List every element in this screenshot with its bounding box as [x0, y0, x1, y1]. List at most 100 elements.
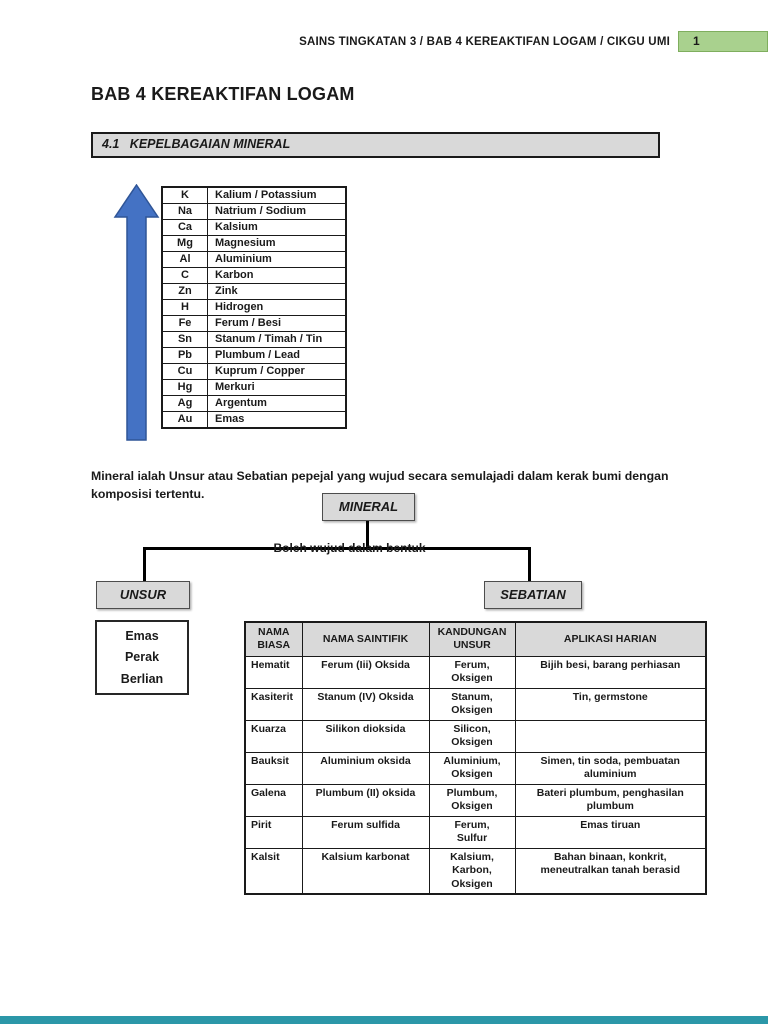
- connector-line-left: [143, 547, 146, 581]
- cell-saintifik: Kalsium karbonat: [301, 847, 430, 895]
- table-row: Kalsit Kalsium karbonat Kalsium, Karbon,…: [244, 847, 707, 895]
- diagram-node-sebatian: SEBATIAN: [484, 581, 582, 609]
- element-name: Karbon: [207, 267, 347, 284]
- cell-aplikasi: Emas tiruan: [514, 815, 707, 849]
- column-header: NAMA BIASA: [244, 621, 303, 657]
- cell-kandungan: Aluminium, Oksigen: [428, 751, 516, 785]
- cell-kandungan: Kalsium, Karbon, Oksigen: [428, 847, 516, 895]
- element-symbol: Au: [161, 411, 208, 429]
- cell-saintifik: Aluminium oksida: [301, 751, 430, 785]
- cell-kandungan: Silicon, Oksigen: [428, 719, 516, 753]
- cell-nama: Kuarza: [244, 719, 303, 753]
- cell-nama: Bauksit: [244, 751, 303, 785]
- element-name: Hidrogen: [207, 299, 347, 316]
- cell-saintifik: Stanum (IV) Oksida: [301, 687, 430, 721]
- element-symbol: Ca: [161, 219, 208, 236]
- element-symbol: H: [161, 299, 208, 316]
- element-name: Zink: [207, 283, 347, 300]
- section-heading: 4.1 KEPELBAGAIAN MINERAL: [91, 132, 660, 158]
- table-row: Pirit Ferum sulfida Ferum, Sulfur Emas t…: [244, 815, 707, 849]
- element-name: Natrium / Sodium: [207, 203, 347, 220]
- element-symbol: Na: [161, 203, 208, 220]
- table-row: Kuarza Silikon dioksida Silicon, Oksigen: [244, 719, 707, 753]
- cell-saintifik: Silikon dioksida: [301, 719, 430, 753]
- reactivity-arrow-up-icon: [113, 184, 160, 441]
- cell-kandungan: Stanum, Oksigen: [428, 687, 516, 721]
- cell-saintifik: Plumbum (II) oksida: [301, 783, 430, 817]
- element-symbol: Zn: [161, 283, 208, 300]
- table-row: Bauksit Aluminium oksida Aluminium, Oksi…: [244, 751, 707, 785]
- table-header-row: NAMA BIASA NAMA SAINTIFIK KANDUNGAN UNSU…: [244, 621, 707, 657]
- table-row: Hematit Ferum (Iii) Oksida Ferum, Oksige…: [244, 655, 707, 689]
- cell-kandungan: Ferum, Oksigen: [428, 655, 516, 689]
- unsur-example: Emas: [125, 628, 159, 643]
- cell-nama: Hematit: [244, 655, 303, 689]
- cell-saintifik: Ferum sulfida: [301, 815, 430, 849]
- element-name: Kalium / Potassium: [207, 186, 347, 204]
- cell-nama: Kasiterit: [244, 687, 303, 721]
- element-symbol: Pb: [161, 347, 208, 364]
- bottom-teal-bar: [0, 1016, 768, 1024]
- column-header: APLIKASI HARIAN: [514, 621, 707, 657]
- element-name: Ferum / Besi: [207, 315, 347, 332]
- element-symbol: C: [161, 267, 208, 284]
- page-number-badge: 1: [678, 31, 768, 52]
- element-name: Kuprum / Copper: [207, 363, 347, 380]
- element-symbol: Hg: [161, 379, 208, 396]
- element-name: Kalsium: [207, 219, 347, 236]
- cell-nama: Galena: [244, 783, 303, 817]
- cell-kandungan: Plumbum, Oksigen: [428, 783, 516, 817]
- cell-aplikasi: Bateri plumbum, penghasilan plumbum: [514, 783, 707, 817]
- document-header: SAINS TINGKATAN 3 / BAB 4 KEREAKTIFAN LO…: [299, 36, 670, 48]
- diagram-node-mineral: MINERAL: [322, 493, 415, 521]
- element-name: Plumbum / Lead: [207, 347, 347, 364]
- mineral-compounds-table: NAMA BIASA NAMA SAINTIFIK KANDUNGAN UNSU…: [244, 621, 707, 895]
- element-symbol: Sn: [161, 331, 208, 348]
- diagram-node-unsur: UNSUR: [96, 581, 190, 609]
- unsur-examples-box: Emas Perak Berlian: [95, 620, 189, 695]
- cell-aplikasi: Tin, germstone: [514, 687, 707, 721]
- cell-aplikasi: Simen, tin soda, pembuatan aluminium: [514, 751, 707, 785]
- element-symbol: Ag: [161, 395, 208, 412]
- table-row: Kasiterit Stanum (IV) Oksida Stanum, Oks…: [244, 687, 707, 721]
- element-symbol: Fe: [161, 315, 208, 332]
- element-name: Stanum / Timah / Tin: [207, 331, 347, 348]
- unsur-example: Berlian: [120, 672, 164, 687]
- element-symbol: Al: [161, 251, 208, 268]
- cell-aplikasi: Bahan binaan, konkrit, meneutralkan tana…: [514, 847, 707, 895]
- cell-aplikasi: Bijih besi, barang perhiasan: [514, 655, 707, 689]
- cell-nama: Kalsit: [244, 847, 303, 895]
- connector-label: Boleh wujud dalam bentuk: [273, 541, 426, 555]
- cell-nama: Pirit: [244, 815, 303, 849]
- column-header: KANDUNGAN UNSUR: [428, 621, 516, 657]
- column-header: NAMA SAINTIFIK: [301, 621, 430, 657]
- page-title: BAB 4 KEREAKTIFAN LOGAM: [91, 84, 355, 104]
- element-name: Emas: [207, 411, 347, 429]
- element-name: Aluminium: [207, 251, 347, 268]
- cell-aplikasi: [514, 719, 707, 753]
- element-name: Argentum: [207, 395, 347, 412]
- connector-line-root: [366, 521, 369, 548]
- cell-kandungan: Ferum, Sulfur: [428, 815, 516, 849]
- element-name: Merkuri: [207, 379, 347, 396]
- element-name: Magnesium: [207, 235, 347, 252]
- table-row: Galena Plumbum (II) oksida Plumbum, Oksi…: [244, 783, 707, 817]
- cell-saintifik: Ferum (Iii) Oksida: [301, 655, 430, 689]
- unsur-example: Perak: [124, 650, 160, 665]
- connector-line-horizontal: [143, 547, 531, 550]
